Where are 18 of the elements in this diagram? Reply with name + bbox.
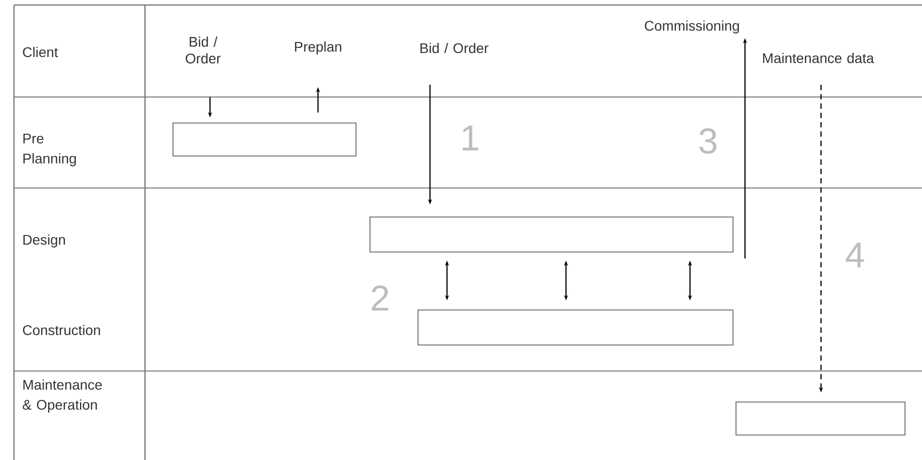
flow-label: Commissioning (644, 20, 739, 34)
phase-bar (735, 401, 906, 436)
phase-bar (369, 216, 734, 253)
flow-label: Bid / Order (186, 36, 221, 64)
lane-label: Pre Planning (23, 134, 76, 166)
phase-number: 3 (699, 128, 716, 154)
lane-label: Maintenance & Operation (22, 379, 102, 413)
phase-bar (417, 309, 734, 346)
flow-label: Bid / Order (420, 42, 488, 54)
phase-bar (172, 122, 357, 157)
phase-number: 2 (372, 285, 388, 311)
phase-number: 1 (462, 126, 478, 150)
flow-label: Preplan (295, 41, 342, 55)
phase-number: 4 (846, 242, 864, 268)
flow-label: Maintenance data (763, 52, 874, 64)
lane-label: Construction (23, 324, 100, 336)
lane-label: Design (23, 234, 65, 248)
lane-label: Client (23, 46, 58, 58)
